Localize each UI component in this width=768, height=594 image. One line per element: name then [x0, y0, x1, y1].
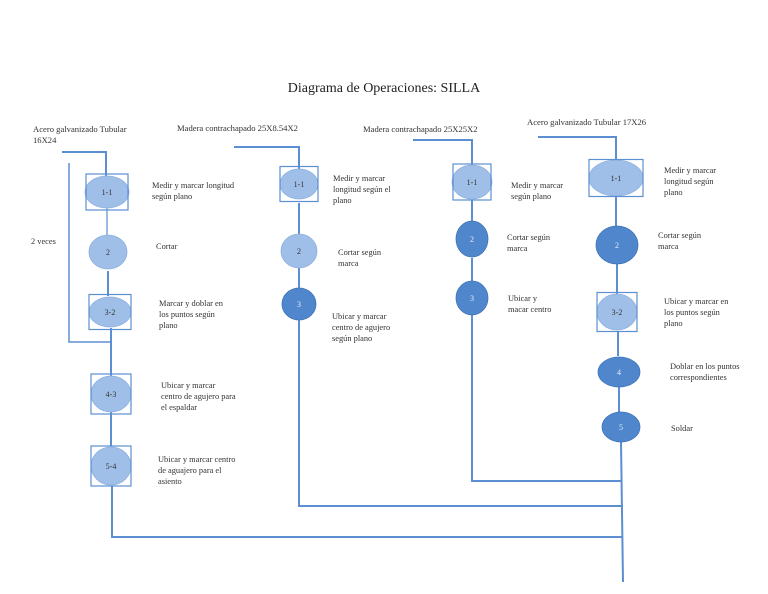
- main-output-line: [620, 441, 624, 583]
- node-combined-activity: 4-3: [90, 373, 132, 415]
- node-id: 1-1: [467, 178, 478, 187]
- node-combined-activity: 1-1: [84, 173, 130, 211]
- node-combined-activity: 1-1: [588, 158, 644, 198]
- node-operation: 2: [88, 234, 128, 270]
- feed-line-col4: [538, 136, 617, 160]
- node-combined-activity: 1-1: [279, 165, 319, 203]
- material-label-col1: Acero galvanizado Tubular 16X24: [33, 124, 127, 145]
- node-id: 2: [297, 247, 301, 256]
- operation-circle: [455, 220, 489, 258]
- node-id: 4-3: [106, 390, 117, 399]
- step-label: Cortar según marca: [507, 233, 551, 253]
- inspection-box: [452, 163, 492, 201]
- node-combined-activity: 1-1: [451, 163, 493, 201]
- feed-line-col3: [413, 139, 473, 165]
- node-operation: 2: [280, 233, 318, 269]
- operation-circle: [451, 164, 493, 200]
- step-label: Ubicar y marcar en los puntos según plan…: [664, 297, 729, 328]
- inspection-box: [588, 158, 644, 198]
- operation-circle: [455, 280, 489, 316]
- node-id: 4: [617, 368, 621, 377]
- inspection-box: [85, 173, 129, 211]
- node-operation: 5: [601, 411, 641, 443]
- repeat-loop-line: [68, 163, 111, 343]
- operation-circle: [84, 175, 130, 209]
- node-id: 3: [470, 294, 474, 303]
- step-label: Cortar: [156, 242, 178, 251]
- step-label: Ubicar y marcar centro de agujero para e…: [161, 381, 236, 412]
- node-operation: 4: [597, 356, 641, 388]
- step-label: Medir y marcar longitud según plano: [152, 181, 235, 201]
- node-operation: 2: [595, 225, 639, 265]
- node-id: 3-2: [612, 308, 623, 317]
- step-label: Medir y marcar longitud según plano: [664, 166, 717, 197]
- operation-circle: [597, 356, 641, 388]
- step-label: Ubicar y marcar centro de agujero según …: [332, 312, 391, 343]
- flow-lines: [62, 136, 624, 583]
- inspection-box: [88, 293, 132, 331]
- node-id: 5: [619, 423, 623, 432]
- node-id: 1-1: [102, 188, 113, 197]
- flow-nodes: 1-1 2 3-2 4-3 5-4 1-1 2 3 1-1 2 3 1-1 2 3-2 4 5: [84, 158, 644, 487]
- diagram-title: Diagrama de Operaciones: SILLA: [287, 81, 481, 96]
- step-label: Ubicar y marcar centro de aguajero para …: [158, 455, 236, 486]
- node-operation: 3: [455, 280, 489, 316]
- step-label: Medir y marcar longitud según el plano: [333, 174, 391, 205]
- operation-circle: [280, 233, 318, 269]
- node-id: 5-4: [106, 462, 117, 471]
- merge-line-col1: [111, 486, 623, 538]
- node-operation: 2: [455, 220, 489, 258]
- node-id: 2: [470, 235, 474, 244]
- step-label: Cortar según marca: [658, 231, 702, 251]
- node-operation: 3: [281, 287, 317, 321]
- merge-line-col2: [298, 320, 623, 507]
- inspection-box: [279, 165, 319, 203]
- inspection-box: [90, 373, 132, 415]
- step-label: Medir y marcar según plano: [511, 181, 564, 201]
- node-combined-activity: 3-2: [88, 293, 132, 331]
- step-label: Marcar y doblar en los puntos según plan…: [159, 299, 223, 330]
- operation-circle: [595, 225, 639, 265]
- material-label-col3: Madera contrachapado 25X25X2: [363, 124, 478, 134]
- node-id: 3: [297, 300, 301, 309]
- feed-line-col1: [62, 151, 107, 176]
- node-id: 1-1: [611, 174, 622, 183]
- repeat-note: 2 veces: [31, 237, 56, 246]
- operation-circle: [601, 411, 641, 443]
- step-label: Ubicar y macar centro: [508, 294, 552, 314]
- inspection-box: [596, 291, 638, 333]
- step-label: Doblar en los puntos correspondientes: [670, 362, 740, 382]
- material-label-col2: Madera contrachapado 25X8.54X2: [177, 123, 298, 133]
- step-label: Cortar según marca: [338, 248, 382, 268]
- merge-line-col3: [471, 315, 622, 482]
- node-combined-activity: 5-4: [90, 445, 132, 487]
- material-label-col4: Acero galvanizado Tubular 17X26: [527, 117, 647, 127]
- node-id: 3-2: [105, 308, 116, 317]
- operation-circle: [88, 234, 128, 270]
- step-label: Soldar: [671, 424, 693, 433]
- node-id: 2: [615, 241, 619, 250]
- node-id: 1-1: [294, 180, 305, 189]
- operation-circle: [281, 287, 317, 321]
- node-combined-activity: 3-2: [596, 291, 638, 333]
- feed-line-col2: [234, 146, 300, 170]
- inspection-box: [90, 445, 132, 487]
- node-id: 2: [106, 248, 110, 257]
